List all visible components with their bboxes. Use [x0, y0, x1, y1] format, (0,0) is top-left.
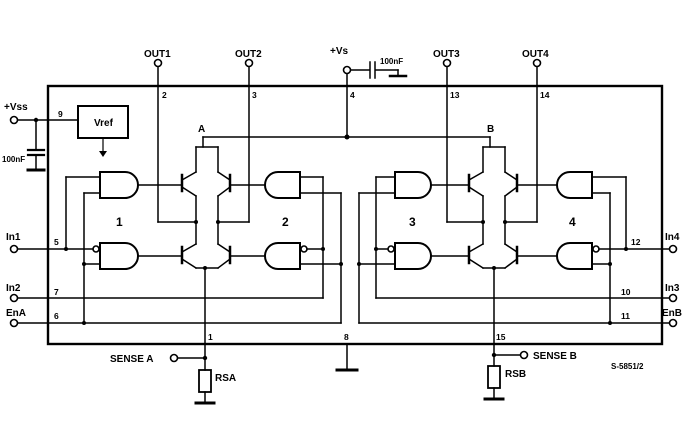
pin-10: 10 — [621, 287, 631, 297]
in1-label: In1 — [6, 232, 21, 243]
pin-14: 14 — [540, 90, 550, 100]
sense-b-label: SENSE B — [533, 351, 577, 362]
and-gate-4-upper — [516, 171, 593, 199]
arrow-down-icon — [99, 151, 107, 157]
in1-terminal: In1 — [6, 232, 94, 254]
pin-1: 1 — [208, 332, 213, 342]
pin-11: 11 — [621, 311, 630, 321]
vs-bypass-capacitor: 100nF — [350, 57, 408, 79]
half-bridge-2-number: 2 — [282, 215, 289, 229]
in2-label: In2 — [6, 283, 21, 294]
in2-terminal: In2 — [6, 283, 324, 303]
cap-vs-label: 100nF — [380, 57, 403, 66]
ena-terminal: EnA — [6, 308, 342, 328]
cap-vss-label: 100nF — [2, 155, 25, 164]
vs-label: +Vs — [330, 46, 349, 57]
pin-6: 6 — [54, 311, 59, 321]
out1-terminal: OUT1 — [144, 49, 171, 87]
ena-label: EnA — [6, 308, 26, 319]
out2-terminal: OUT2 — [235, 49, 262, 87]
vref-block: Vref — [77, 105, 129, 157]
pin-2: 2 — [162, 90, 167, 100]
half-bridge-3-number: 3 — [409, 215, 416, 229]
pin-8: 8 — [344, 332, 349, 342]
out4-label: OUT4 — [522, 49, 549, 60]
vref-label: Vref — [94, 118, 114, 129]
out3-label: OUT3 — [433, 49, 460, 60]
bridge-a-transistors — [157, 85, 250, 345]
pin-5: 5 — [54, 237, 59, 247]
and-gate-4-lower — [516, 242, 600, 270]
pin-13: 13 — [450, 90, 460, 100]
vss-terminal: +Vss — [4, 102, 79, 125]
enb-label: EnB — [662, 308, 682, 319]
node-b-label: B — [487, 124, 494, 135]
pin-15: 15 — [496, 332, 506, 342]
vss-bypass-capacitor: 100nF — [2, 119, 46, 172]
figure-code: S-5851/2 — [611, 362, 644, 371]
rsb-label: RSB — [505, 369, 526, 380]
half-bridge-4-number: 4 — [569, 215, 576, 229]
and-gate-3-lower — [387, 242, 470, 270]
bridge-b-transistors — [446, 85, 538, 345]
and-gate-2-lower — [229, 242, 308, 270]
sense-b-network: SENSE B RSB — [483, 343, 577, 401]
in3-terminal: In3 — [375, 283, 680, 303]
and-gate-1-lower — [92, 242, 183, 270]
sense-a-network: SENSE A RSA — [110, 343, 236, 405]
sense-a-label: SENSE A — [110, 354, 154, 365]
out1-label: OUT1 — [144, 49, 171, 60]
vss-label: +Vss — [4, 102, 28, 113]
node-a-label: A — [198, 124, 205, 135]
in3-label: In3 — [665, 283, 680, 294]
pin-12: 12 — [631, 237, 641, 247]
out4-terminal: OUT4 — [522, 49, 549, 87]
and-gate-1-upper — [99, 171, 183, 199]
and-gate-3-upper — [394, 171, 470, 199]
pin-7: 7 — [54, 287, 59, 297]
pin-4: 4 — [350, 90, 355, 100]
and-gate-2-upper — [229, 171, 301, 199]
pin-9: 9 — [58, 109, 63, 119]
enb-terminal: EnB — [358, 308, 682, 328]
ground-pin-8 — [335, 343, 359, 372]
in4-label: In4 — [665, 232, 680, 243]
half-bridge-1-number: 1 — [116, 215, 123, 229]
vs-terminal: +Vs — [330, 46, 352, 87]
out3-terminal: OUT3 — [433, 49, 460, 87]
pin-3: 3 — [252, 90, 257, 100]
rsa-label: RSA — [215, 373, 236, 384]
out2-label: OUT2 — [235, 49, 262, 60]
ic-package-outline — [46, 84, 664, 346]
